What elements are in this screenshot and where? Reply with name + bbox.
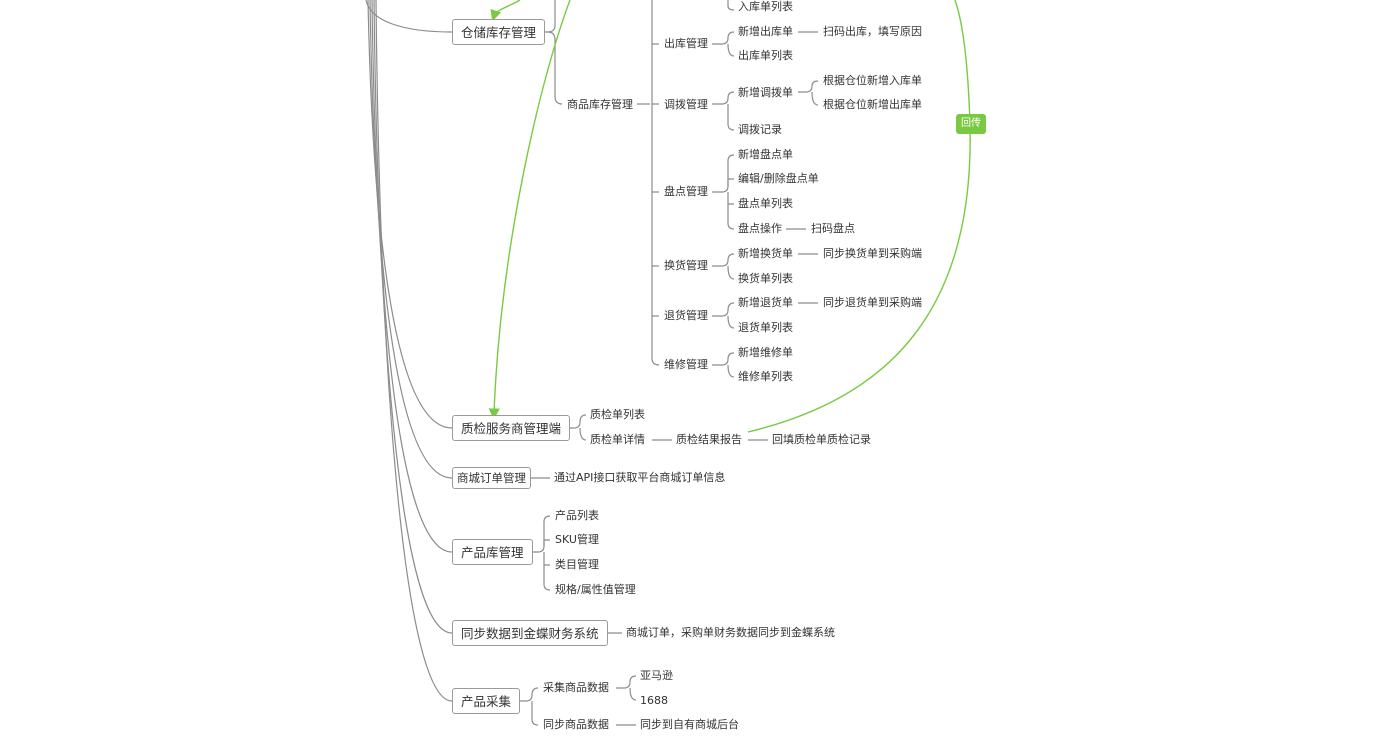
node-category[interactable]: 类目管理 — [555, 558, 599, 571]
node-mall-order[interactable]: 商城订单管理 — [452, 467, 531, 489]
node-mall-api[interactable]: 通过API接口获取平台商城订单信息 — [554, 471, 726, 484]
node-sync-mall[interactable]: 同步到自有商城后台 — [640, 718, 739, 731]
node-qc-fill[interactable]: 回填质检单质检记录 — [772, 433, 871, 446]
node-collect-data[interactable]: 采集商品数据 — [543, 681, 609, 694]
node-sync-return[interactable]: 同步退货单到采购端 — [823, 296, 922, 309]
node-product-list[interactable]: 产品列表 — [555, 509, 599, 522]
relation-curve-qc — [488, 0, 571, 420]
node-edit-stocktake[interactable]: 编辑/删除盘点单 — [738, 172, 819, 185]
node-qc-list[interactable]: 质检单列表 — [590, 408, 645, 421]
node-qc-detail[interactable]: 质检单详情 — [590, 433, 645, 446]
node-scan-outbound[interactable]: 扫码出库，填写原因 — [823, 25, 922, 38]
node-new-stocktake[interactable]: 新增盘点单 — [738, 148, 793, 161]
node-new-repair[interactable]: 新增维修单 — [738, 346, 793, 359]
edge-sync — [373, 0, 453, 634]
node-stocktake-op[interactable]: 盘点操作 — [738, 222, 782, 235]
node-spec[interactable]: 规格/属性值管理 — [555, 583, 636, 596]
edge-mall — [369, 0, 453, 479]
node-stocktake-mgmt[interactable]: 盘点管理 — [664, 185, 708, 198]
node-transfer-mgmt[interactable]: 调拨管理 — [664, 98, 708, 111]
node-repair-list[interactable]: 维修单列表 — [738, 370, 793, 383]
node-new-exchange[interactable]: 新增换货单 — [738, 247, 793, 260]
node-amazon[interactable]: 亚马逊 — [640, 669, 673, 682]
node-transfer-in[interactable]: 根据仓位新增入库单 — [823, 74, 922, 87]
node-1688[interactable]: 1688 — [640, 694, 668, 707]
node-outbound-mgmt[interactable]: 出库管理 — [664, 37, 708, 50]
relation-tag-return[interactable]: 回传 — [956, 114, 986, 134]
node-repair-mgmt[interactable]: 维修管理 — [664, 358, 708, 371]
node-collect[interactable]: 产品采集 — [452, 688, 521, 714]
node-new-transfer[interactable]: 新增调拨单 — [738, 86, 793, 99]
node-return-list[interactable]: 退货单列表 — [738, 321, 793, 334]
edge-warehouse — [365, 0, 453, 33]
node-sync-goods[interactable]: 同步商品数据 — [543, 718, 609, 731]
node-sku[interactable]: SKU管理 — [555, 533, 599, 546]
node-transfer-record[interactable]: 调拨记录 — [738, 123, 782, 136]
node-inbound-list[interactable]: 入库单列表 — [738, 0, 793, 13]
node-goods-stock[interactable]: 商品库存管理 — [567, 98, 633, 111]
node-outbound-list[interactable]: 出库单列表 — [738, 49, 793, 62]
node-warehouse[interactable]: 仓储库存管理 — [452, 19, 546, 45]
node-qc-report[interactable]: 质检结果报告 — [676, 433, 742, 446]
edge-qc — [367, 0, 453, 429]
node-return-mgmt[interactable]: 退货管理 — [664, 309, 708, 322]
node-scan-stocktake[interactable]: 扫码盘点 — [811, 222, 855, 235]
node-new-outbound[interactable]: 新增出库单 — [738, 25, 793, 38]
edge-collect — [375, 0, 453, 702]
node-transfer-out[interactable]: 根据仓位新增出库单 — [823, 98, 922, 111]
node-qc-provider[interactable]: 质检服务商管理端 — [452, 415, 571, 441]
node-sync-kingdee[interactable]: 同步数据到金蝶财务系统 — [452, 620, 608, 646]
relation-curve-top — [490, 0, 521, 22]
node-new-return[interactable]: 新增退货单 — [738, 296, 793, 309]
node-stocktake-list[interactable]: 盘点单列表 — [738, 197, 793, 210]
relation-curve-return — [747, 0, 971, 433]
node-exchange-mgmt[interactable]: 换货管理 — [664, 259, 708, 272]
node-sync-exchange[interactable]: 同步换货单到采购端 — [823, 247, 922, 260]
node-product-stock[interactable]: 产品库管理 — [452, 539, 533, 565]
node-exchange-list[interactable]: 换货单列表 — [738, 272, 793, 285]
node-sync-kingdee-desc[interactable]: 商城订单，采购单财务数据同步到金蝶系统 — [626, 626, 835, 639]
edge-product — [371, 0, 453, 553]
